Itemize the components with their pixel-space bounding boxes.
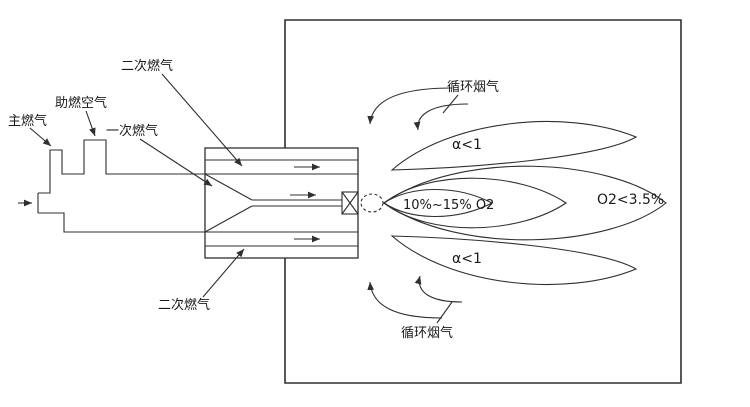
burner-cone bbox=[204, 173, 253, 233]
label-primary-gas: 一次燃气 bbox=[106, 123, 158, 139]
label-alpha-upper: α<1 bbox=[452, 137, 482, 153]
label-combustion-air: 助燃空气 bbox=[55, 95, 107, 111]
leader-combustion-air bbox=[85, 110, 96, 137]
nozzle-root-ellipse bbox=[360, 193, 384, 213]
nozzle-valve bbox=[341, 191, 359, 215]
recirc-arrow-top-outer bbox=[367, 87, 453, 125]
flame-contour-outer bbox=[383, 165, 667, 241]
label-secondary-gas-top: 二次燃气 bbox=[121, 58, 173, 74]
leader-flue-gas-top bbox=[442, 94, 459, 114]
burner-body bbox=[204, 147, 359, 259]
label-inner-flame-o2: 10%~15% O2 bbox=[403, 198, 494, 213]
label-alpha-lower: α<1 bbox=[452, 251, 482, 267]
label-secondary-gas-bottom: 二次燃气 bbox=[158, 297, 210, 313]
label-flue-gas-top: 循环烟气 bbox=[447, 79, 499, 95]
label-flue-gas-bottom: 循环烟气 bbox=[401, 325, 453, 341]
burner-channel-walls bbox=[205, 159, 358, 247]
recirc-arrow-bottom-outer bbox=[367, 281, 443, 319]
flame-lobe-upper bbox=[390, 120, 638, 171]
recirc-arrow-bottom-inner bbox=[414, 275, 463, 303]
flame-contour-inner bbox=[382, 188, 494, 218]
leader-secondary-gas-top bbox=[161, 73, 243, 167]
flame-contour-middle bbox=[383, 177, 567, 229]
leader-main-gas bbox=[29, 127, 52, 147]
leader-primary-gas bbox=[139, 138, 213, 187]
leader-secondary-gas-bottom bbox=[202, 248, 245, 298]
inlet-piping bbox=[37, 139, 205, 233]
label-outer-flame-o2: O2<3.5% bbox=[597, 192, 664, 208]
central-gas-tube bbox=[252, 199, 342, 207]
label-main-gas: 主燃气 bbox=[8, 113, 47, 129]
furnace-wall bbox=[284, 19, 682, 384]
recirc-arrow-top-inner bbox=[413, 103, 469, 131]
leader-flue-gas-bottom bbox=[436, 301, 453, 324]
flame-lobe-lower bbox=[390, 235, 638, 286]
